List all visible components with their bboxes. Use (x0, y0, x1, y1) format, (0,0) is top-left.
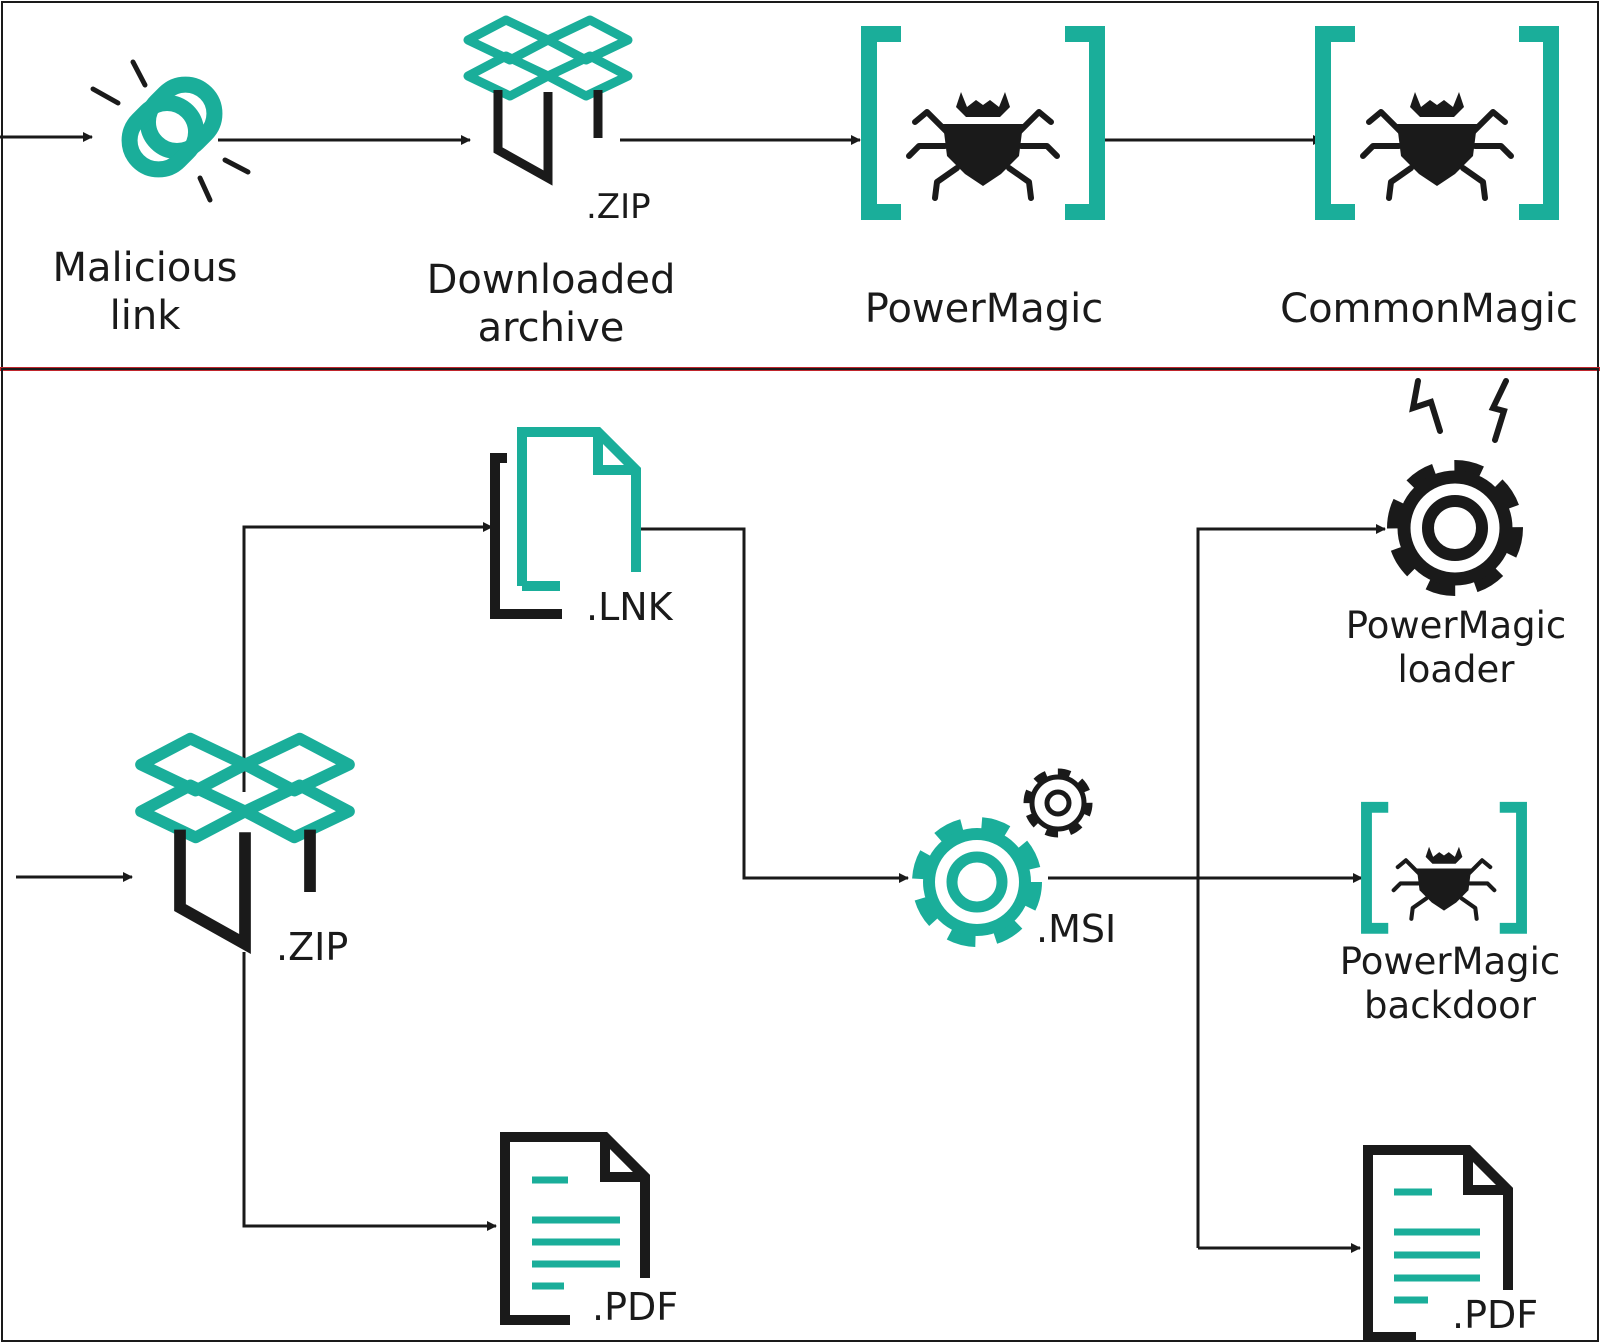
detail-section (1, 368, 1599, 1342)
malicious-link-label-line2: link (109, 293, 181, 339)
malicious-link-label: Malicious link (40, 244, 250, 340)
small-gear-icon (1023, 768, 1093, 838)
msi-gear-icon (912, 817, 1042, 947)
powermagic-loader-gear-icon (1387, 460, 1523, 596)
pdf-document-icon-left (500, 1132, 650, 1325)
zip-extension-label: .ZIP (276, 925, 349, 969)
powermagic-backdoor-label-line2: backdoor (1364, 984, 1536, 1028)
pdf-document-icon-right (1363, 1145, 1513, 1342)
arrow-zip-to-pdf (242, 952, 497, 1231)
arrow-lnk-to-msi (634, 527, 909, 883)
powermagic-backdoor-label-line1: PowerMagic (1339, 940, 1561, 983)
powermagic-bug-icon (869, 34, 1097, 212)
commonmagic-label: CommonMagic (1280, 286, 1578, 332)
powermagic-label: PowerMagic (864, 286, 1104, 332)
archive-box-icon (468, 20, 628, 178)
detail-frame (1, 368, 1599, 1342)
pdf-extension-label-right: .PDF (1452, 1293, 1539, 1337)
powermagic-loader-label-line2: loader (1397, 648, 1515, 692)
pdf-extension-label-left: .PDF (592, 1285, 679, 1329)
powermagic-loader-label: PowerMagic loader (1322, 604, 1590, 693)
downloaded-archive-label-line1: Downloaded (426, 257, 676, 303)
powermagic-loader-label-line1: PowerMagic (1345, 604, 1567, 647)
downloaded-archive-label: Downloaded archive (410, 256, 692, 352)
lnk-extension-label: .LNK (586, 585, 673, 629)
powermagic-backdoor-label: PowerMagic backdoor (1316, 940, 1584, 1029)
link-icon (121, 76, 223, 178)
link-break-marks (90, 59, 251, 203)
malicious-link-label-line1: Malicious (52, 245, 238, 291)
downloaded-archive-label-line2: archive (477, 305, 625, 351)
arrow-msi-to-loader (1196, 524, 1386, 1248)
msi-extension-label: .MSI (1036, 907, 1117, 951)
zip-archive-icon (141, 739, 349, 944)
lnk-file-icon (490, 427, 641, 619)
top-zip-extension: .ZIP (586, 187, 651, 227)
arrow-zip-to-lnk (242, 522, 493, 792)
lightning-icon (1409, 378, 1509, 443)
commonmagic-bug-icon (1323, 34, 1551, 212)
powermagic-backdoor-bug-icon (1366, 807, 1521, 928)
